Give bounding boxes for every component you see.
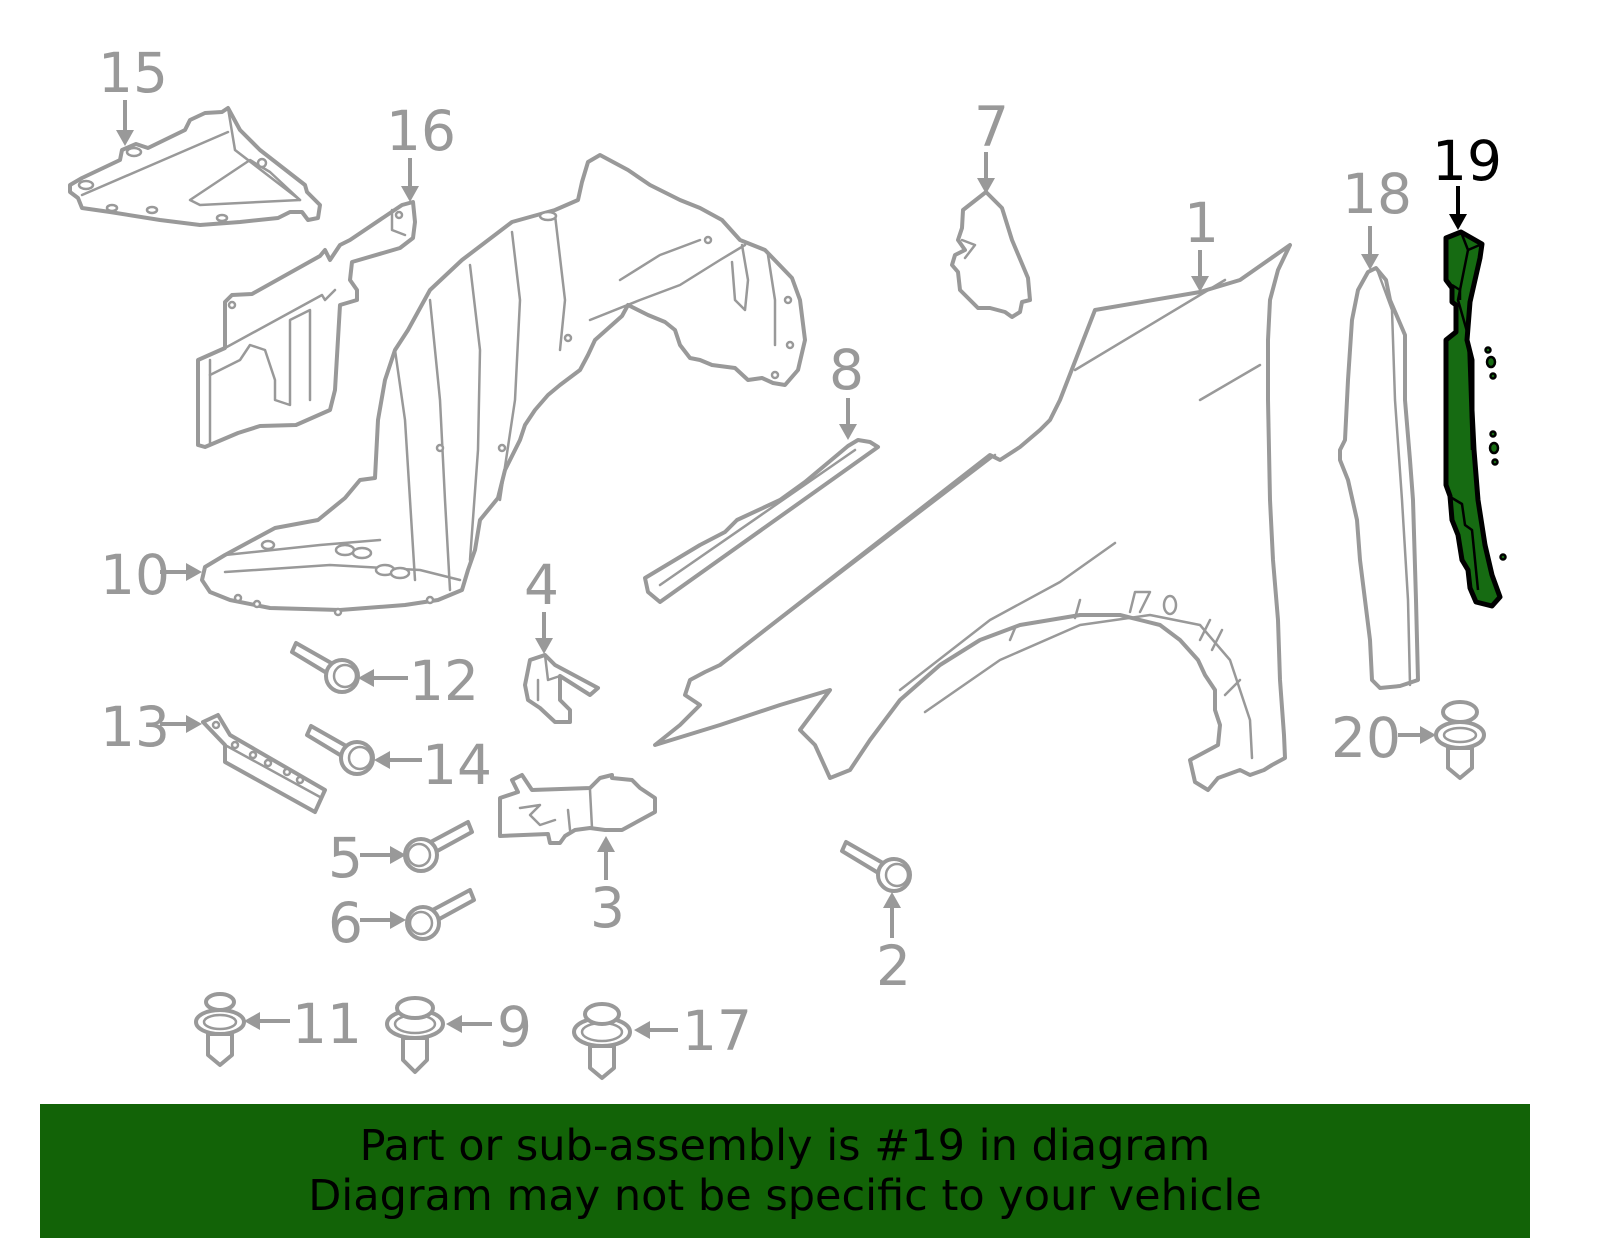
callout-6[interactable]: 6	[328, 891, 363, 955]
callout-7[interactable]: 7	[974, 95, 1009, 159]
part-18-fender-seal-rear[interactable]	[1338, 266, 1420, 690]
part-info-banner: Part or sub-assembly is #19 in diagram D…	[40, 1104, 1530, 1238]
callout-1[interactable]: 1	[1184, 191, 1219, 255]
part-8-fender-seal[interactable]	[643, 438, 880, 604]
callout-19-highlighted[interactable]: 19	[1432, 129, 1502, 193]
callout-arrows	[116, 100, 1467, 1039]
part-1-fender-panel[interactable]	[653, 243, 1292, 792]
callout-labels: 1 2 3 4 5 6 7 8 9 10 11 12 13 14 15 16 1…	[98, 41, 1502, 1063]
part-19-highlighted-part[interactable]	[1443, 229, 1507, 609]
part-4-retainer-clip[interactable]	[523, 653, 600, 724]
part-14-bolt[interactable]	[305, 724, 375, 776]
part-7-insulator[interactable]	[950, 190, 1032, 319]
callout-14[interactable]: 14	[422, 733, 492, 797]
part-10-fender-liner[interactable]	[200, 153, 807, 617]
part-17-push-clip[interactable]	[572, 1002, 632, 1080]
part-2-bolt[interactable]	[840, 840, 912, 893]
part-20-push-clip[interactable]	[1434, 700, 1486, 780]
banner-part-line: Part or sub-assembly is #19 in diagram	[359, 1121, 1211, 1171]
callout-18[interactable]: 18	[1342, 162, 1412, 226]
callout-17[interactable]: 17	[682, 999, 752, 1063]
callout-9[interactable]: 9	[497, 995, 532, 1059]
part-13-reinforcement-bracket[interactable]	[201, 713, 327, 814]
callout-13[interactable]: 13	[100, 695, 170, 759]
callout-4[interactable]: 4	[524, 553, 559, 617]
callout-2[interactable]: 2	[876, 934, 911, 998]
part-16-splash-shield[interactable]	[196, 200, 417, 449]
part-15-splash-shield[interactable]	[68, 106, 322, 227]
banner-disclaimer-line: Diagram may not be specific to your vehi…	[308, 1171, 1262, 1221]
part-6-bolt[interactable]	[405, 888, 476, 941]
callout-5[interactable]: 5	[328, 826, 363, 890]
callout-11[interactable]: 11	[292, 992, 362, 1056]
part-9-push-clip[interactable]	[385, 996, 445, 1074]
callout-15[interactable]: 15	[98, 41, 168, 105]
part-12-bolt[interactable]	[290, 641, 360, 694]
callout-8[interactable]: 8	[829, 338, 864, 402]
part-5-bolt[interactable]	[403, 820, 474, 873]
part-3-fender-bracket[interactable]	[498, 773, 657, 845]
callout-20[interactable]: 20	[1331, 706, 1401, 770]
callout-10[interactable]: 10	[100, 543, 170, 607]
callout-12[interactable]: 12	[409, 649, 479, 713]
callout-3[interactable]: 3	[590, 876, 625, 940]
part-11-push-clip[interactable]	[194, 992, 246, 1067]
callout-16[interactable]: 16	[386, 99, 456, 163]
